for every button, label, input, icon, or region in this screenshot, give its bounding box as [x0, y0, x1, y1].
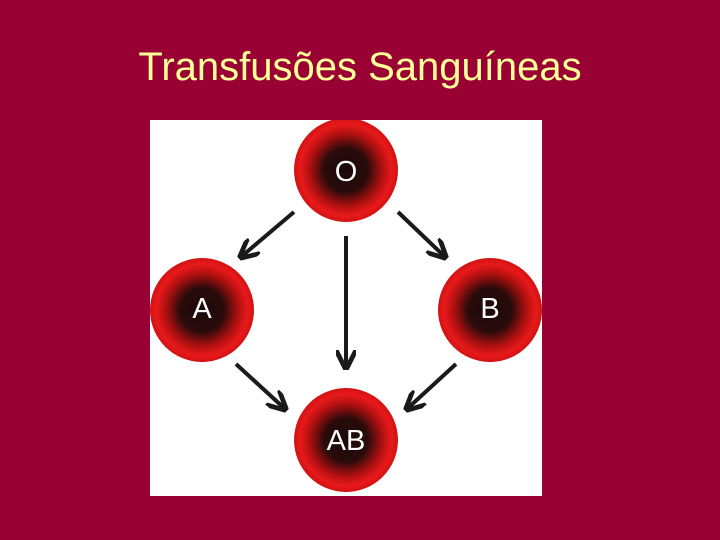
arrow-a-to-ab	[234, 362, 284, 408]
slide-title: Transfusões Sanguíneas	[138, 45, 582, 89]
blood-cell-a-label: A	[192, 293, 212, 325]
blood-cell-ab: AB	[294, 388, 398, 492]
blood-cell-ab-label: AB	[327, 425, 366, 457]
blood-cell-b: B	[438, 258, 542, 362]
blood-type-diagram: O A B AB	[150, 120, 542, 496]
arrow-o-to-b	[396, 210, 444, 256]
blood-cell-o: O	[294, 120, 398, 222]
blood-cell-b-label: B	[480, 293, 499, 325]
arrow-o-to-a	[242, 210, 296, 256]
arrow-b-to-ab	[408, 362, 458, 408]
blood-cell-o-label: O	[335, 156, 358, 188]
blood-cell-a: A	[150, 258, 254, 362]
